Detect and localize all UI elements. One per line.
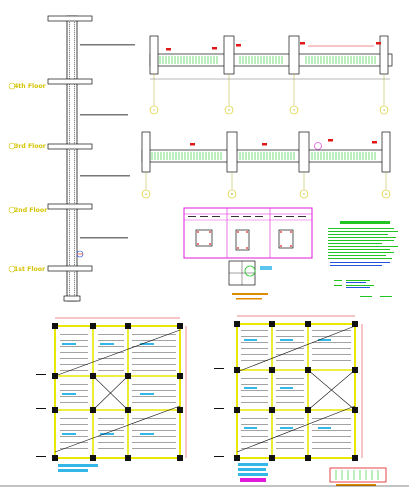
general-notes [328,221,398,297]
floor-markers [8,82,16,273]
floor-plan-right [214,315,363,482]
floor-label-3rd: 3rd Floor [14,143,47,150]
grid-label-c: C [303,192,305,196]
grid-label-d: D [385,192,388,196]
grid-label-a: A [145,192,148,196]
beam-hatch-upper [159,56,376,64]
plan-right-columns [234,321,358,461]
grid-axes-lower [145,172,387,190]
plan-left-diagonals [54,329,181,453]
plan-right-dimensions [237,315,363,458]
detail-marker-icon [314,142,322,150]
plan-left-hatch [60,334,176,449]
beam-hatch-lower [151,152,376,160]
column-footing [63,295,81,302]
plan-right-blue-labels [244,339,331,429]
grid-label-1: 1 [153,108,155,112]
slab-3rd [47,143,93,150]
beam-elevation-upper: 1 2 3 4 [149,35,393,115]
floor-plan-left [36,317,187,472]
column-elevation: 4th Floor 3rd Floor 2nd Floor 1st Floor [8,15,135,302]
grid-bubbles-upper [149,105,389,115]
beam-flags-lower [190,139,377,146]
grid-label-3: 3 [293,108,295,112]
floor-label-2nd: 2nd Floor [14,207,48,214]
grid-bubbles-lower [141,189,391,199]
column-shaft [66,15,78,302]
table-column-sections [195,229,294,251]
grid-label-b: B [231,192,233,196]
column-schedule-table [183,207,313,259]
slab-2nd [47,203,93,210]
plan-left-blue-labels [62,343,154,435]
plan-right-diagonals [236,325,356,453]
floor-label-1st: 1st Floor [14,266,46,273]
beam-elevation-lower: A B C D [141,131,391,199]
slab-4th [47,78,93,85]
plan-left-columns [52,323,183,461]
column-top-cap [47,15,93,22]
floor-label-4th: 4th Floor [14,83,47,90]
plan-right-hatch [241,330,351,449]
grid-axes-upper [153,74,385,106]
plan-left-dimensions [55,317,187,458]
slab-1st [47,265,93,272]
stair-detail [329,467,387,486]
beam-flags-upper [166,42,381,51]
section-detail [228,260,272,300]
ties-annotations [80,44,135,239]
table-rebar-dots [197,231,292,249]
grid-label-4: 4 [383,108,385,112]
grid-label-2: 2 [228,108,230,112]
